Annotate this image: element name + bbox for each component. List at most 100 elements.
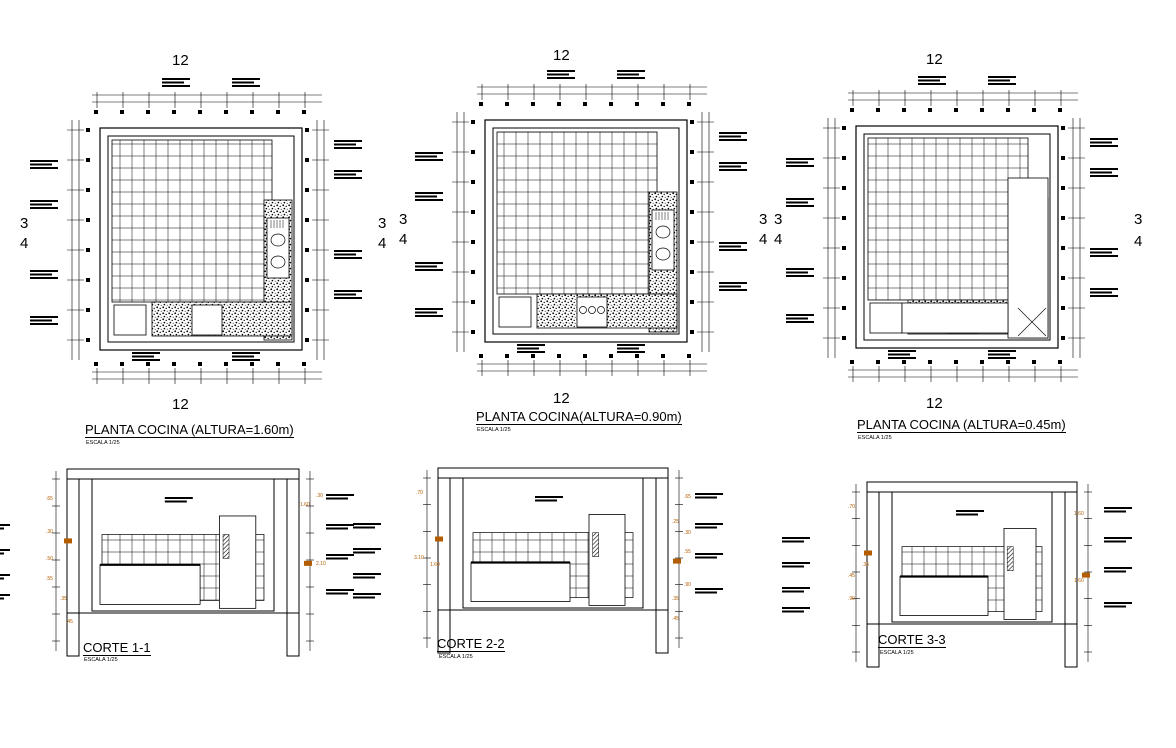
- annotation-tag: [719, 289, 747, 291]
- annotation-tag: [517, 344, 545, 346]
- annotation-tag: [415, 315, 443, 317]
- burner: [588, 306, 596, 314]
- kitchen-section-1: [0, 468, 354, 657]
- plan-2-axis-top: 12: [553, 47, 570, 64]
- base-cabinet: [99, 564, 201, 605]
- section-1-title: CORTE 1-1: [83, 640, 151, 656]
- annotation-tag: [695, 526, 717, 529]
- plan-3-axis-left-3: 3: [774, 211, 783, 228]
- column-mark: [690, 150, 694, 154]
- annotation-tag: [719, 139, 747, 141]
- material-swatch: [1082, 572, 1090, 578]
- base-cabinets: [901, 302, 1009, 334]
- column-mark: [842, 336, 846, 340]
- wall-inner: [492, 127, 680, 335]
- column-mark: [1061, 126, 1065, 130]
- wall-tiles: [496, 131, 658, 295]
- wall-inner: [863, 133, 1051, 341]
- annotation-tag: [353, 576, 375, 579]
- annotation-tag: [334, 170, 362, 172]
- column-mark: [172, 362, 176, 366]
- annotation-tag: [334, 177, 362, 179]
- annotation-tag: [1104, 510, 1126, 513]
- column-mark: [583, 354, 587, 358]
- annotation-tag: [719, 162, 747, 164]
- column-mark: [690, 210, 694, 214]
- material-swatch: [435, 536, 443, 542]
- annotation-tag: [782, 562, 810, 564]
- kitchen-plan-1: [30, 78, 362, 384]
- plan-3-axis-top: 12: [926, 51, 943, 68]
- column-mark: [928, 108, 932, 112]
- column-mark: [86, 248, 90, 252]
- column-mark: [531, 102, 535, 106]
- wall-outer: [484, 119, 688, 343]
- column-mark: [172, 110, 176, 114]
- wall-tiles: [867, 137, 1029, 301]
- section-3-title: CORTE 3-3: [878, 632, 946, 648]
- annotation-tag: [415, 152, 443, 154]
- plan-2-axis-left-4: 4: [399, 231, 408, 248]
- door-glass: [592, 532, 599, 557]
- annotation-tag: [334, 173, 356, 176]
- column-mark: [224, 110, 228, 114]
- annotation-tag: [334, 250, 362, 252]
- annotation-tag: [617, 73, 639, 76]
- annotation-tag: [782, 610, 804, 613]
- wall-right: [1064, 491, 1078, 668]
- column-mark: [471, 120, 475, 124]
- plan-2-title: PLANTA COCINA(ALTURA=0.90m): [476, 409, 682, 425]
- annotation-tag: [1090, 248, 1118, 250]
- annotation-tag: [415, 311, 437, 314]
- annotation-tag: [782, 565, 804, 568]
- wall-left: [437, 477, 451, 654]
- s2-dim-left-1: .70: [416, 490, 423, 496]
- annotation-tag: [30, 167, 58, 169]
- sink: [266, 217, 290, 279]
- door: [1003, 528, 1037, 620]
- annotation-tag: [132, 355, 154, 358]
- annotation-tag: [30, 277, 58, 279]
- s2-dim-left-2: 1.60: [430, 562, 440, 568]
- annotation-tag: [517, 351, 545, 353]
- column-mark: [842, 246, 846, 250]
- column-mark: [1061, 156, 1065, 160]
- column-mark: [94, 110, 98, 114]
- column-mark: [120, 110, 124, 114]
- annotation-tag: [786, 198, 814, 200]
- annotation-tag: [617, 347, 639, 350]
- material-swatch: [864, 550, 872, 556]
- annotation-tag: [0, 552, 4, 555]
- s3-dim-left-4: .90: [848, 596, 855, 602]
- refrigerator: [869, 302, 903, 334]
- annotation-tag: [786, 201, 808, 204]
- annotation-tag: [988, 79, 1010, 82]
- annotation-tag: [786, 275, 814, 277]
- column-mark: [1061, 186, 1065, 190]
- annotation-tag: [30, 319, 52, 322]
- s3-dim-left-3: .45: [848, 573, 855, 579]
- cabinet-door: [1017, 307, 1047, 337]
- annotation-tag: [782, 540, 804, 543]
- wall-left: [866, 491, 880, 668]
- s2-dim-right-3: .30: [684, 530, 691, 536]
- room-outline: [462, 477, 644, 609]
- column-mark: [609, 102, 613, 106]
- column-mark: [86, 338, 90, 342]
- wall-outer: [855, 125, 1059, 349]
- column-mark: [505, 102, 509, 106]
- s2-dim-right-5: .90: [684, 582, 691, 588]
- door-glass: [1006, 546, 1014, 571]
- column-mark: [1032, 360, 1036, 364]
- annotation-tag: [415, 308, 443, 310]
- annotation-tag: [326, 554, 354, 556]
- burner: [597, 306, 605, 314]
- column-mark: [305, 218, 309, 222]
- annotation-tag: [30, 323, 58, 325]
- annotation-tag: [30, 273, 52, 276]
- column-mark: [86, 158, 90, 162]
- column-mark: [86, 308, 90, 312]
- annotation-tag: [164, 497, 193, 499]
- annotation-tag: [617, 351, 645, 353]
- column-mark: [876, 108, 880, 112]
